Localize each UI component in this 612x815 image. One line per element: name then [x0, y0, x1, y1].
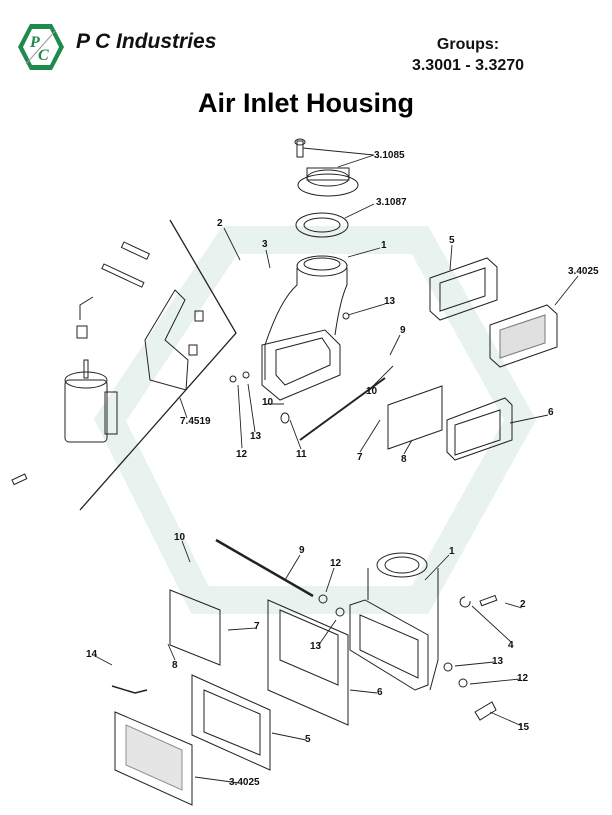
callout-12: 12	[330, 558, 342, 569]
solenoid-assembly	[11, 241, 204, 486]
company-name: P C Industries	[76, 30, 217, 53]
callout-4: 4	[508, 640, 514, 651]
callout-3.1087: 3.1087	[376, 197, 407, 208]
leader-arrows	[94, 147, 579, 784]
callout-3: 3	[262, 239, 268, 250]
callout-10: 10	[366, 386, 378, 397]
groups-label: Groups:	[436, 36, 500, 53]
callout-10: 10	[262, 397, 274, 408]
callout-2: 2	[217, 218, 223, 229]
callout-7: 7	[357, 452, 363, 463]
callout-6: 6	[548, 407, 554, 418]
gasket-6-bottom	[267, 599, 349, 726]
callout-15: 15	[518, 722, 530, 733]
callout-5: 5	[305, 734, 311, 745]
watermark-logo	[93, 226, 537, 614]
valve-plate-bottom	[169, 589, 221, 666]
callout-12: 12	[517, 673, 529, 684]
air-inlet-housing-bottom	[349, 552, 439, 691]
callout-7: 7	[254, 621, 260, 632]
callout-3.1085: 3.1085	[374, 150, 405, 161]
pc-industries-logo: P C	[18, 24, 64, 70]
groups-info: Groups: 3.3001 - 3.3270	[408, 34, 528, 76]
groups-range: 3.3001 - 3.3270	[411, 57, 525, 74]
callout-13: 13	[310, 641, 322, 652]
callout-10: 10	[174, 532, 186, 543]
callout-13: 13	[384, 296, 396, 307]
callout-8: 8	[172, 660, 178, 671]
callout-11: 11	[296, 449, 307, 460]
callout-8: 8	[401, 454, 407, 465]
callout-13: 13	[492, 656, 504, 667]
valve-plate-top	[387, 385, 443, 450]
small-parts	[111, 312, 498, 721]
svg-text:C: C	[38, 47, 49, 64]
shaft-9-bottom	[215, 538, 314, 598]
callout-12: 12	[236, 449, 248, 460]
gasket-6-top	[446, 397, 513, 461]
svg-text:P: P	[29, 34, 40, 51]
callout-9: 9	[400, 325, 406, 336]
screen-3.4025-top	[489, 304, 558, 368]
air-inlet-housing-top	[261, 255, 348, 401]
callout-7.4519: 7.4519	[180, 416, 211, 427]
callout-9: 9	[299, 545, 305, 556]
callout-14: 14	[86, 649, 98, 660]
gasket-5-bottom	[191, 674, 271, 771]
page-title: Air Inlet Housing	[198, 88, 414, 118]
screen-3.4025-bottom	[114, 711, 193, 806]
gasket-5-top	[429, 257, 498, 321]
callout-1: 1	[381, 240, 387, 251]
callout-3.4025: 3.4025	[229, 777, 260, 788]
callout-2: 2	[520, 599, 526, 610]
callout-3.4025: 3.4025	[568, 266, 599, 277]
section-divider	[79, 219, 237, 511]
callout-5: 5	[449, 235, 455, 246]
callout-1: 1	[449, 546, 455, 557]
callout-13: 13	[250, 431, 262, 442]
callout-6: 6	[377, 687, 383, 698]
flange-part	[294, 138, 359, 238]
